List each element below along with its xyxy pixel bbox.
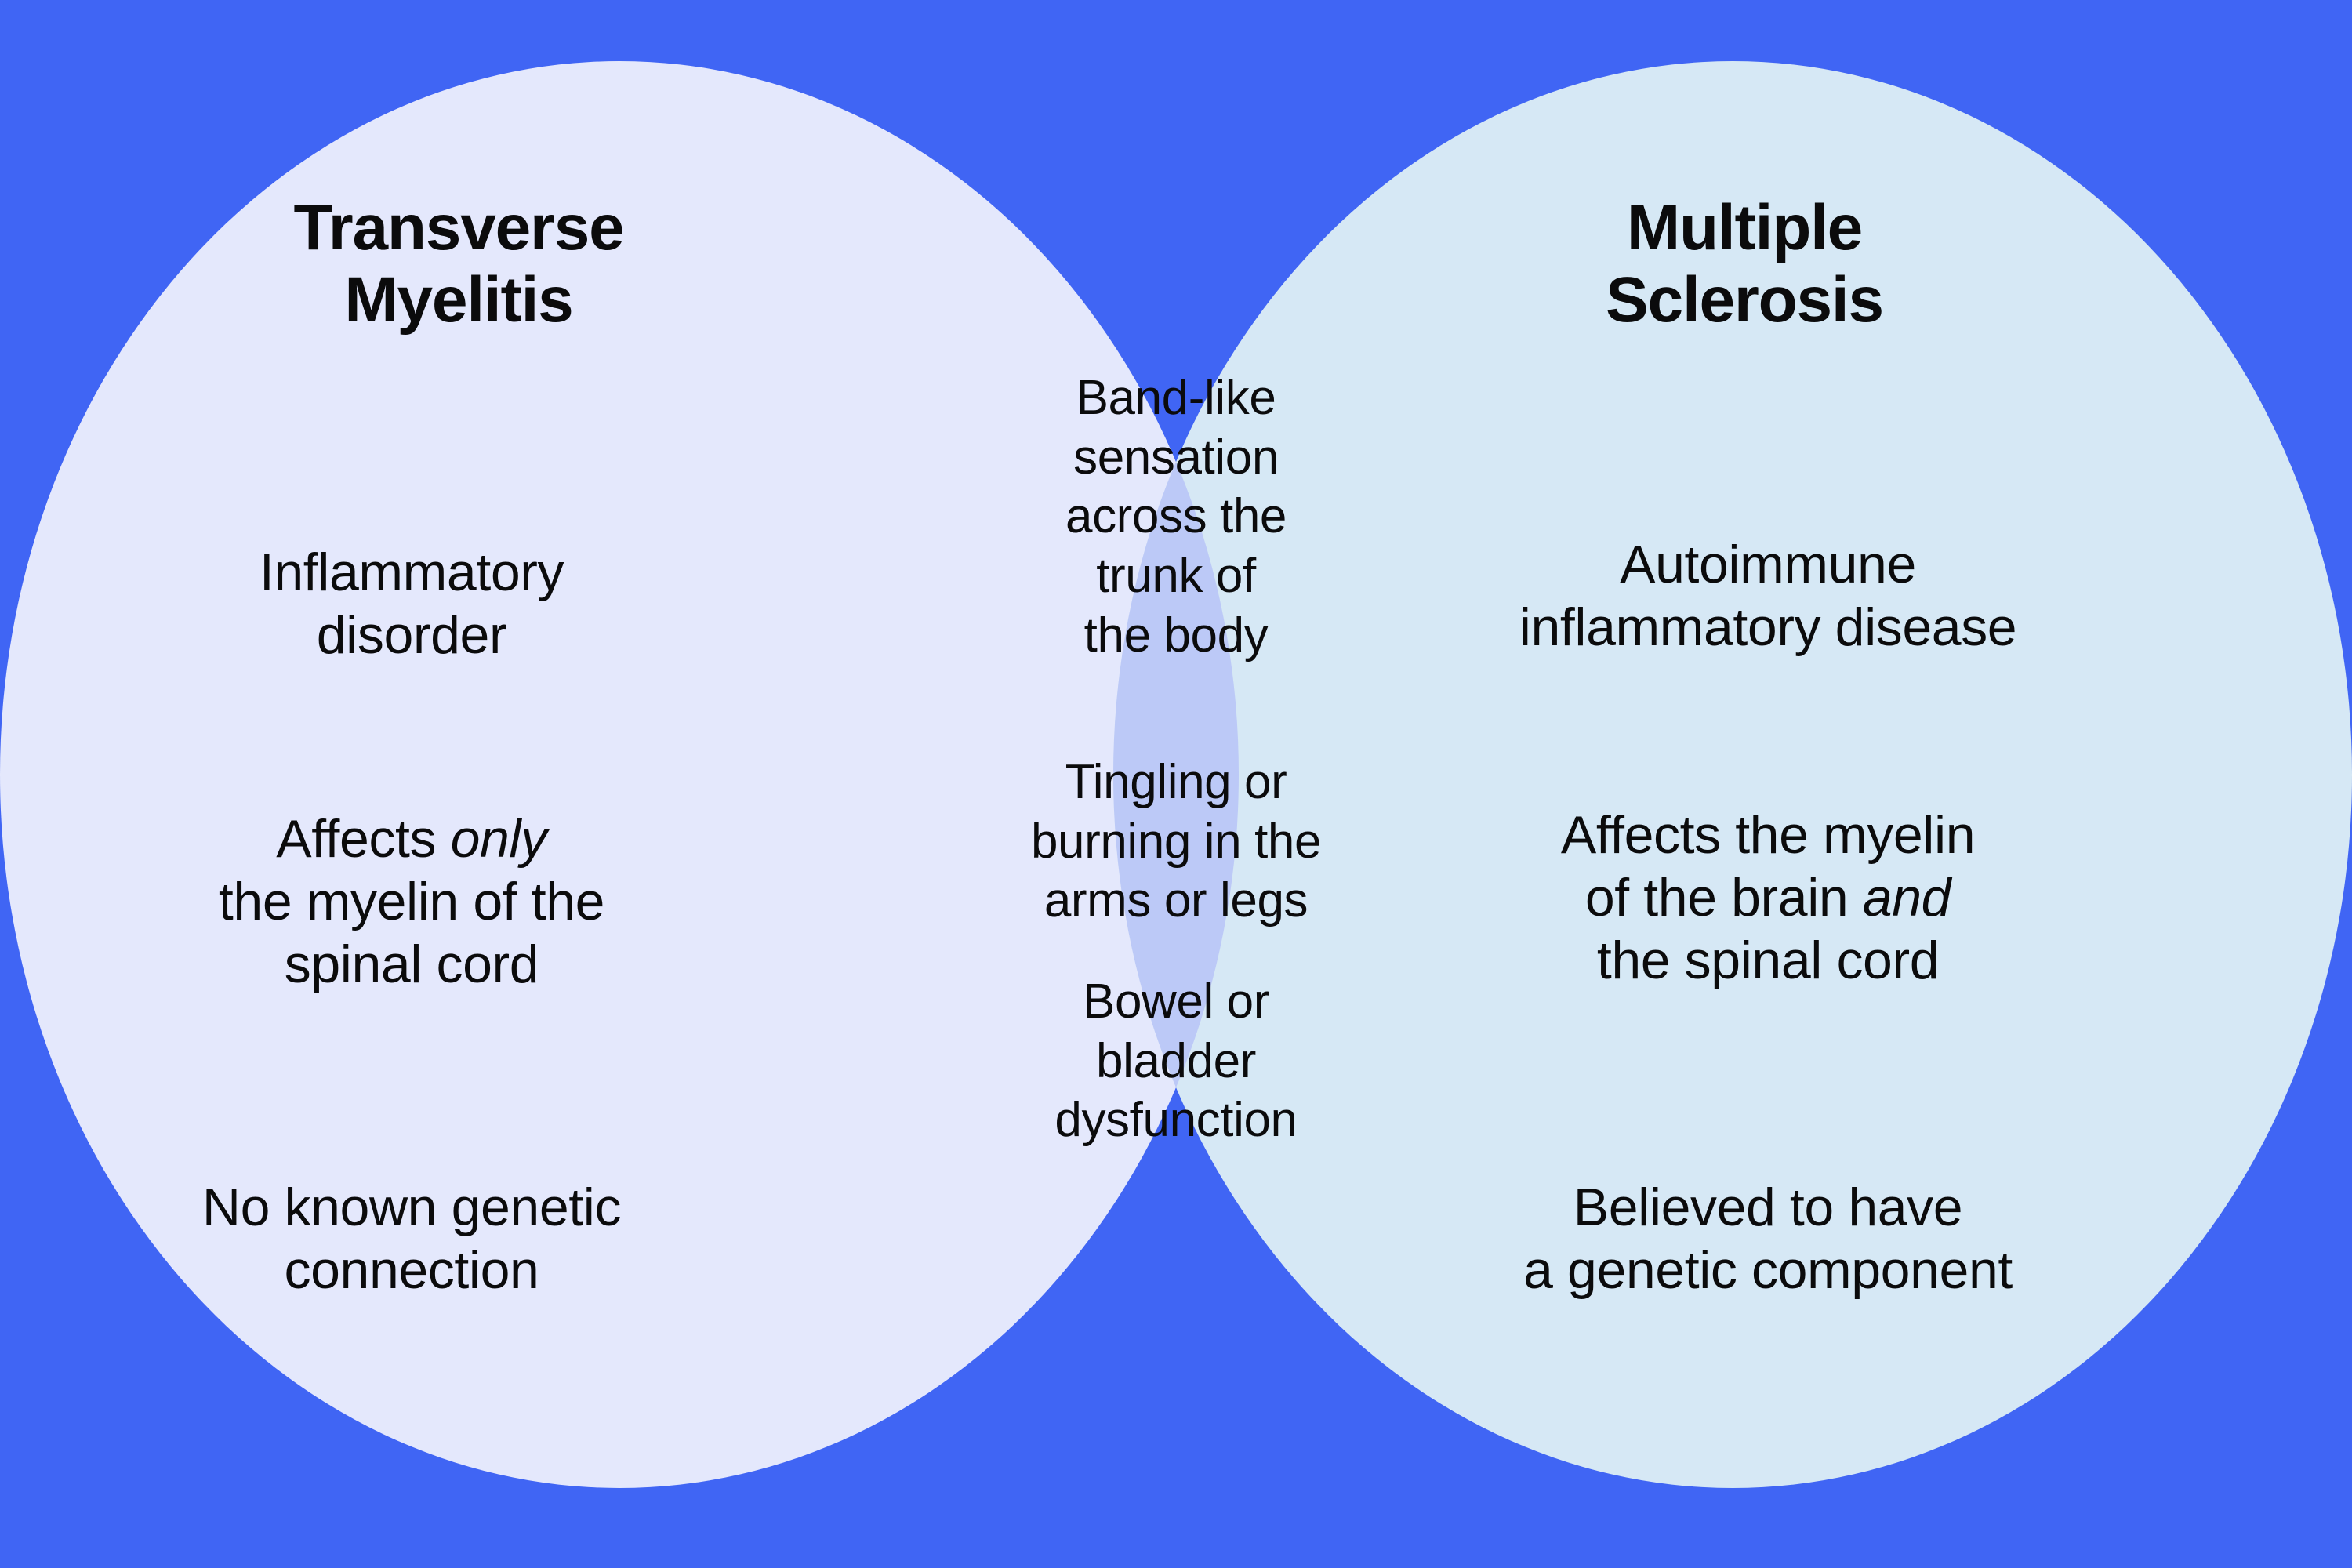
right-set-circle[interactable]: [1113, 61, 2352, 1488]
left-set-title: Transverse Myelitis: [293, 192, 624, 336]
right-set-title: Multiple Sclerosis: [1606, 192, 1884, 336]
left-set-circle[interactable]: [0, 61, 1239, 1488]
